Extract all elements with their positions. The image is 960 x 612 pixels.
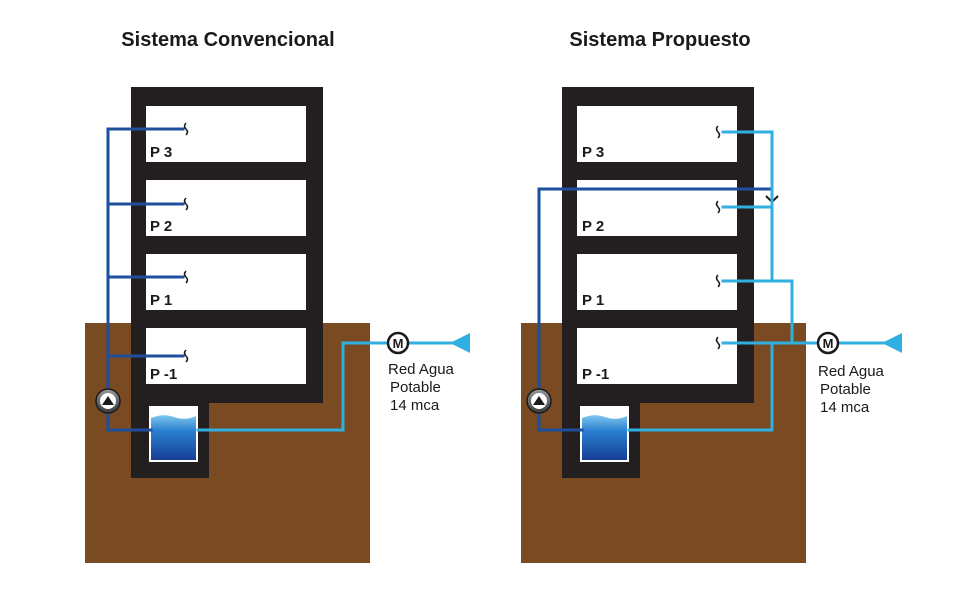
panel-proposed: Sistema Propuesto P 3 P 2 P 1 P -1 — [521, 29, 902, 563]
panel-conventional: Sistema Convencional P 3 P 2 P 1 P -1 — [85, 29, 470, 563]
network-label: Red Agua Potable 14 mca — [818, 363, 885, 416]
floor-p-1: P -1 — [146, 328, 306, 384]
water-tank — [149, 406, 198, 462]
svg-text:Red Agua: Red Agua — [818, 363, 885, 380]
floor-p3: P 3 — [577, 106, 737, 162]
faucet-icon — [715, 336, 721, 350]
city-network-pipes — [196, 341, 458, 432]
floor-p1: P 1 — [146, 254, 306, 310]
floor-p-1: P -1 — [577, 328, 737, 384]
pump-icon — [95, 388, 121, 414]
floor-p3: P 3 — [146, 106, 306, 162]
network-label: Red Agua Potable 14 mca — [388, 361, 455, 414]
svg-text:Potable: Potable — [820, 381, 871, 398]
network-inlet-icon — [882, 333, 902, 353]
faucet-icon — [715, 274, 721, 288]
floor-label: P -1 — [582, 366, 609, 383]
floor-p2: P 2 — [146, 180, 306, 236]
svg-text:Potable: Potable — [390, 379, 441, 396]
pumped-supply-pipes — [537, 187, 774, 432]
floor-label: P 2 — [150, 218, 172, 235]
city-network-pipes — [627, 130, 890, 432]
floor-label: P 1 — [150, 292, 172, 309]
faucet-icon — [183, 197, 189, 211]
panel-title: Sistema Propuesto — [569, 29, 750, 51]
svg-text:M: M — [393, 336, 404, 351]
faucet-icon — [715, 200, 721, 214]
water-tank — [580, 406, 629, 462]
svg-text:14 mca: 14 mca — [820, 399, 870, 416]
svg-text:14 mca: 14 mca — [390, 397, 440, 414]
floor-label: P 3 — [582, 144, 604, 161]
faucet-icon — [183, 270, 189, 284]
pump-icon — [526, 388, 552, 414]
floor-label: P -1 — [150, 366, 177, 383]
faucet-icon — [183, 122, 189, 136]
water-meter-icon: M — [386, 331, 410, 355]
faucet-icons — [183, 122, 189, 363]
floor-label: P 1 — [582, 292, 604, 309]
faucet-icon — [183, 349, 189, 363]
svg-text:M: M — [823, 336, 834, 351]
network-inlet-icon — [450, 333, 470, 353]
panel-title: Sistema Convencional — [121, 29, 334, 51]
water-meter-icon: M — [816, 331, 840, 355]
floor-label: P 2 — [582, 218, 604, 235]
floor-label: P 3 — [150, 144, 172, 161]
svg-text:Red Agua: Red Agua — [388, 361, 455, 378]
pumped-supply-pipes — [106, 127, 185, 432]
floor-p1: P 1 — [577, 254, 737, 310]
faucet-icons — [715, 125, 721, 350]
faucet-icon — [715, 125, 721, 139]
